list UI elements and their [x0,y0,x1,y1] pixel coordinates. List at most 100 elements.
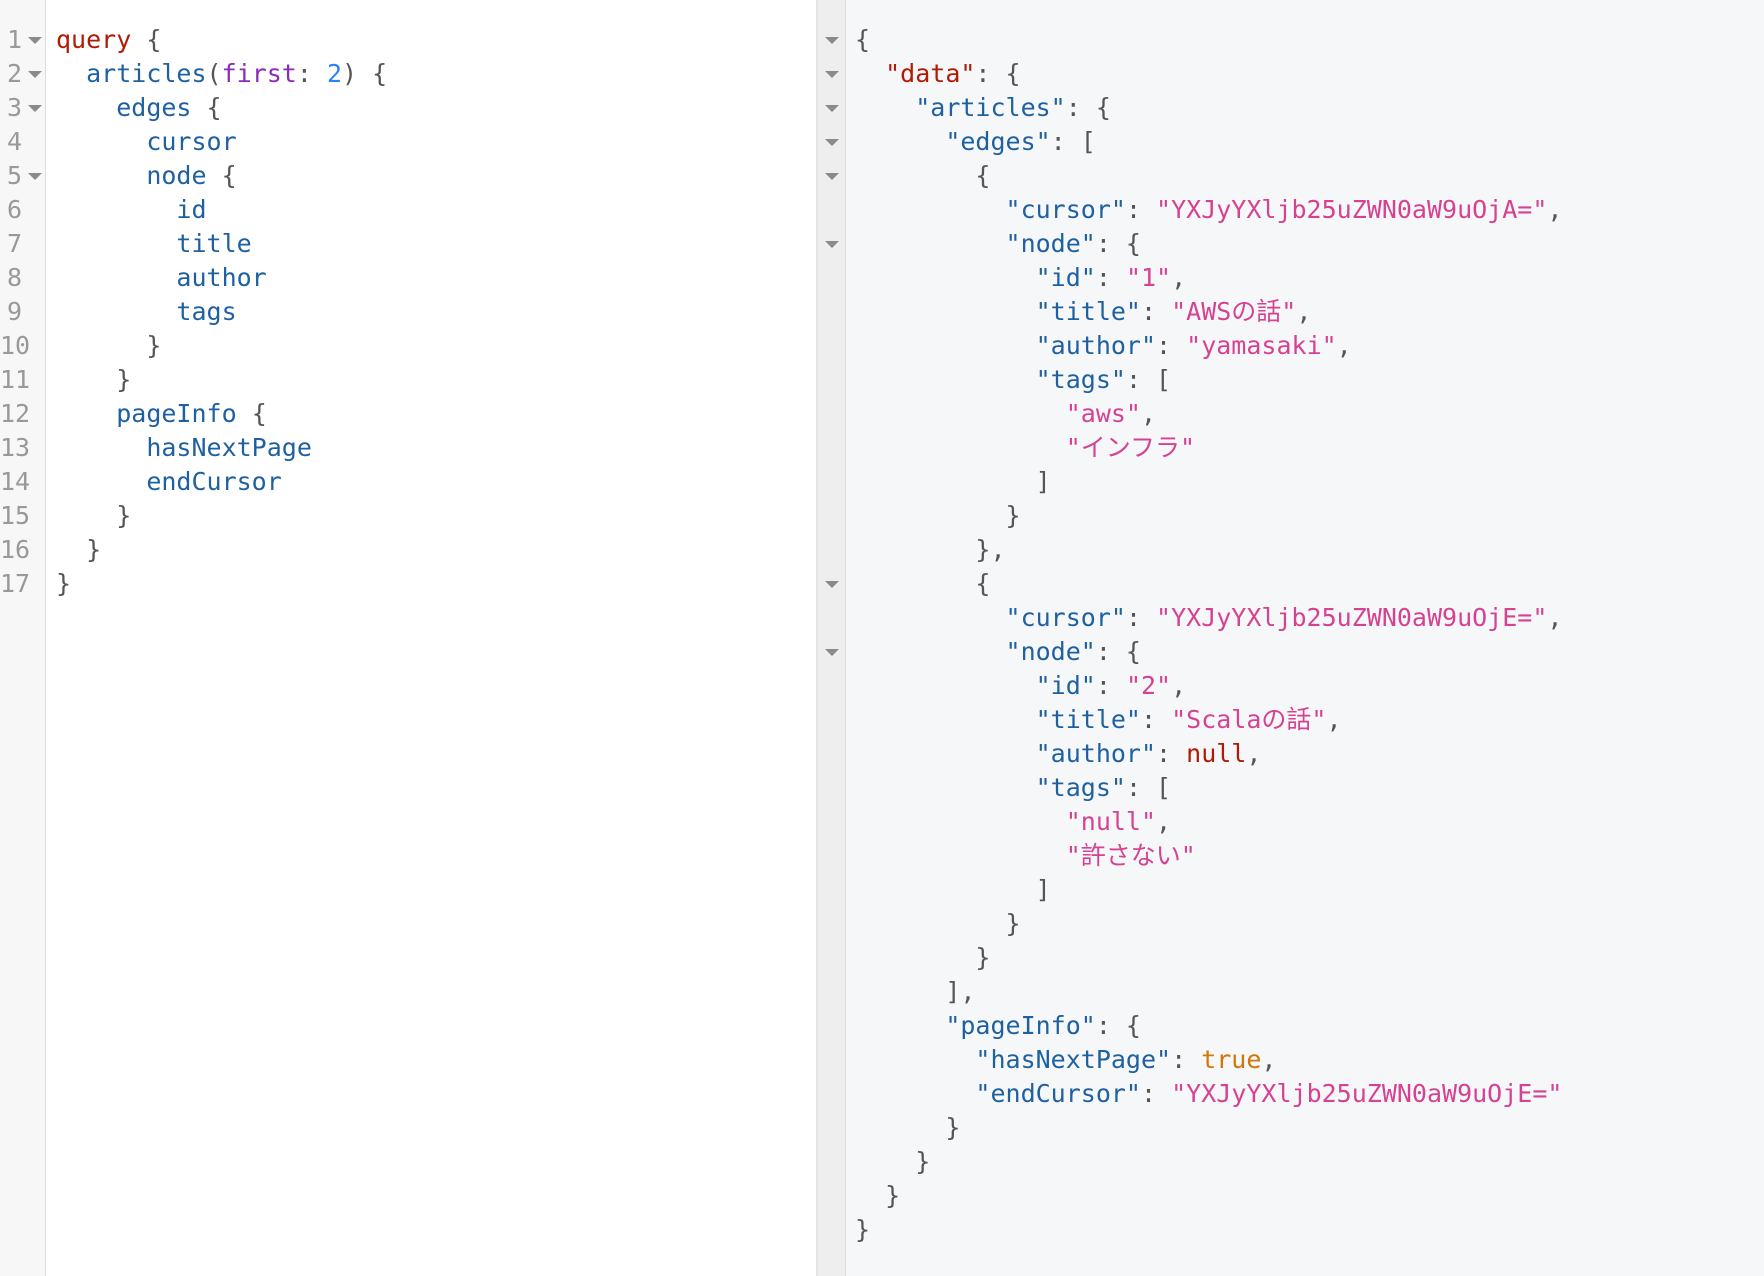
code-token: "tags" [1035,773,1126,802]
code-token: , [1326,705,1342,734]
code-token: "許さない" [1065,841,1196,870]
code-token: : { [1095,637,1141,666]
query-editor[interactable]: 1 query { 2 articles(first: 2) { 3 edges { 4… [0,0,818,1276]
result-line: { [855,567,990,601]
code-token: : [1156,331,1187,360]
line-number: 7 [6,229,22,258]
code-token: }, [975,535,1006,564]
code-token: } [86,535,102,564]
code-token: "id" [1035,671,1096,700]
fold-arrow-icon[interactable] [825,173,839,180]
query-line[interactable]: id [56,193,206,227]
query-line[interactable]: } [56,567,71,601]
code-token: , [1547,195,1563,224]
code-token: : [ [1125,773,1172,802]
query-line[interactable]: endCursor [56,465,281,499]
fold-arrow-icon[interactable] [825,581,839,588]
code-token: ( [206,59,222,88]
code-token: pageInfo [116,399,237,428]
code-token: "pageInfo" [945,1011,1096,1040]
line-number: 14 [0,467,31,496]
result-line: } [855,499,1021,533]
query-line[interactable]: } [56,329,161,363]
fold-arrow-icon[interactable] [825,105,839,112]
line-number: 4 [6,127,22,156]
code-token: { [236,399,267,428]
code-token: tags [176,297,237,326]
code-token: "title" [1035,297,1141,326]
query-line[interactable]: query { [56,23,161,57]
result-line: "id": "1", [855,261,1187,295]
code-token: "yamasaki" [1186,331,1337,360]
line-number: 16 [0,535,31,564]
result-line: } [855,1111,960,1145]
line-number: 2 [6,59,22,88]
result-line: "cursor": "YXJyYXljb25uZWN0aW9uOjA=", [855,193,1563,227]
code-token: : [1141,1079,1172,1108]
fold-arrow-icon[interactable] [28,37,42,44]
code-token: cursor [146,127,237,156]
query-line[interactable]: node { [56,159,237,193]
code-token: { [191,93,222,122]
line-number: 3 [6,93,22,122]
code-token: 2 [326,59,343,88]
fold-arrow-icon[interactable] [825,139,839,146]
code-token: "node" [1005,637,1096,666]
fold-arrow-icon[interactable] [28,71,42,78]
code-token: : [ [1050,127,1096,156]
line-number: 17 [0,569,31,598]
fold-arrow-icon[interactable] [825,71,839,78]
code-token: : [1125,195,1157,224]
query-line[interactable]: cursor [56,125,237,159]
code-token: : [1125,603,1157,632]
fold-gutter [818,0,846,1276]
fold-arrow-icon[interactable] [825,37,839,44]
query-line[interactable]: } [56,533,101,567]
result-line: "hasNextPage": true, [855,1043,1276,1077]
result-viewer[interactable]: { "data": { "articles": { "edges": [ { "… [818,0,1764,1276]
code-token: "author" [1035,331,1157,360]
fold-arrow-icon[interactable] [28,105,42,112]
code-token: : [1095,671,1126,700]
query-line[interactable]: edges { [56,91,222,125]
query-line[interactable]: hasNextPage [56,431,312,465]
code-token: : [ [1125,365,1172,394]
fold-arrow-icon[interactable] [825,241,839,248]
code-token: , [1140,399,1157,428]
code-token: , [1336,331,1352,360]
result-line: "author": null, [855,737,1262,771]
line-number: 12 [0,399,31,428]
code-token: ) { [342,59,388,88]
line-number: 9 [6,297,22,326]
line-number: 11 [0,365,31,394]
result-line: "tags": [ [855,771,1171,805]
code-token: } [855,1215,871,1244]
fold-arrow-icon[interactable] [28,173,42,180]
code-token: "tags" [1035,365,1126,394]
query-line[interactable]: tags [56,295,237,329]
line-number: 1 [6,25,22,54]
code-token: : [1140,297,1172,326]
code-token: { [855,25,871,54]
code-token: "null" [1065,807,1157,836]
query-line[interactable]: pageInfo { [56,397,267,431]
line-number: 10 [0,331,31,360]
line-number: 8 [6,263,22,292]
result-line: "node": { [855,227,1141,261]
code-token: "YXJyYXljb25uZWN0aW9uOjE=" [1171,1079,1563,1108]
code-token: : [1095,263,1126,292]
query-line[interactable]: } [56,499,131,533]
code-token: { [206,161,237,190]
code-token: "2" [1125,671,1172,700]
result-line: ] [855,873,1051,907]
query-line[interactable]: title [56,227,251,261]
fold-arrow-icon[interactable] [825,649,839,656]
query-line[interactable]: } [56,363,131,397]
query-line[interactable]: author [56,261,266,295]
result-line: "aws", [855,397,1156,431]
code-token: , [1156,807,1172,836]
query-line[interactable]: articles(first: 2) { [56,57,387,91]
result-line: ], [855,975,975,1009]
result-line: "pageInfo": { [855,1009,1141,1043]
result-line: ] [855,465,1051,499]
